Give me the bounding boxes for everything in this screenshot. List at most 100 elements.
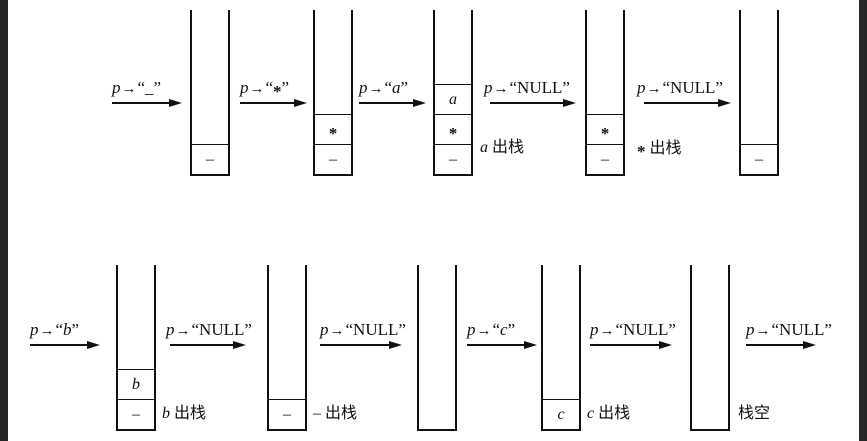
arrowhead	[413, 99, 426, 107]
arrowhead	[803, 341, 816, 349]
cell-value: *	[328, 124, 338, 143]
transition-label: p→“NULL”	[590, 320, 676, 340]
right-arrow-icon	[240, 99, 307, 107]
points-to-symbol: →	[755, 323, 771, 339]
stack-cell: –	[315, 144, 351, 174]
cell-value: *	[448, 124, 458, 143]
points-to-symbol: →	[121, 81, 137, 97]
right-arrow-icon	[170, 341, 246, 349]
arrowhead	[718, 99, 731, 107]
left-edge-bar	[0, 0, 8, 441]
arrowhead	[524, 341, 537, 349]
right-arrow-icon	[746, 341, 816, 349]
transition-value: NULL	[353, 320, 399, 339]
note-symbol: b	[162, 405, 170, 422]
transition-value: NULL	[199, 320, 245, 339]
transition-label: p→“NULL”	[320, 320, 406, 340]
stack-8	[417, 265, 457, 431]
pointer-variable: p	[30, 320, 39, 339]
transition-value: *	[273, 82, 282, 101]
transition-1: p→“_”	[112, 78, 182, 108]
cell-value: –	[601, 150, 609, 168]
pointer-variable: p	[112, 78, 121, 97]
arrowhead	[659, 341, 672, 349]
cell-value: –	[755, 150, 763, 168]
points-to-symbol: →	[175, 323, 191, 339]
transition-8: p→“NULL”	[320, 320, 406, 350]
pointer-variable: p	[746, 320, 755, 339]
cell-value: a	[449, 90, 457, 108]
transition-value: b	[63, 320, 72, 339]
open-quote: “	[662, 78, 671, 97]
open-quote: “	[615, 320, 624, 339]
cell-value: –	[283, 405, 291, 423]
right-arrow-icon	[359, 99, 426, 107]
arrowhead	[563, 99, 576, 107]
stack-cell: a	[435, 84, 471, 114]
transition-label: p→“c”	[467, 320, 537, 340]
close-quote: ”	[281, 78, 290, 97]
transition-label: p→“_”	[112, 78, 182, 98]
stack-6: b –	[116, 265, 156, 431]
points-to-symbol: →	[476, 323, 492, 339]
open-quote: “	[509, 78, 518, 97]
points-to-symbol: →	[599, 323, 615, 339]
open-quote: “	[137, 78, 146, 97]
open-quote: “	[55, 320, 64, 339]
cell-value: b	[132, 375, 140, 393]
close-quote: ”	[153, 78, 162, 97]
close-quote: ”	[71, 320, 80, 339]
transition-label: p→“NULL”	[166, 320, 252, 340]
right-arrow-icon	[590, 341, 672, 349]
right-arrow-icon	[490, 99, 576, 107]
points-to-symbol: →	[249, 81, 265, 97]
stack-10	[690, 265, 730, 431]
note-text: 出栈	[174, 405, 207, 422]
arrowhead	[389, 341, 402, 349]
transition-value: NULL	[779, 320, 825, 339]
close-quote: ”	[244, 320, 252, 339]
stack-4: * –	[585, 10, 625, 176]
pointer-variable: p	[166, 320, 175, 339]
stack-5: –	[739, 10, 779, 176]
transition-value: _	[145, 78, 154, 97]
stack-cell: –	[741, 144, 777, 174]
note-symbol: a	[480, 139, 488, 156]
note-text: 出栈	[325, 405, 358, 422]
stack-cell: –	[587, 144, 623, 174]
stack-cell: *	[587, 114, 623, 144]
arrowhead	[294, 99, 307, 107]
pointer-variable: p	[467, 320, 476, 339]
transition-7: p→“NULL”	[166, 320, 252, 350]
cell-value: –	[206, 150, 214, 168]
close-quote: ”	[398, 320, 406, 339]
note-symbol: *	[637, 142, 646, 161]
pointer-variable: p	[637, 78, 646, 97]
cell-value: *	[600, 124, 610, 143]
open-quote: “	[492, 320, 501, 339]
transition-label: p→“a”	[359, 78, 426, 98]
pointer-variable: p	[484, 78, 493, 97]
stack-7: –	[267, 265, 307, 431]
close-quote: ”	[400, 78, 409, 97]
stack-cell: –	[192, 144, 228, 174]
open-quote: “	[191, 320, 200, 339]
transition-label: p→“NULL”	[637, 78, 731, 98]
pointer-variable: p	[240, 78, 249, 97]
transition-value: c	[500, 320, 508, 339]
transition-label: p→“*”	[240, 78, 307, 101]
arrowhead	[87, 341, 100, 349]
transition-5: p→“NULL”	[637, 78, 731, 108]
close-quote: ”	[507, 320, 516, 339]
right-arrow-icon	[644, 99, 731, 107]
transition-value: NULL	[670, 78, 716, 97]
transition-value: NULL	[623, 320, 669, 339]
empty-stack-note: 栈空	[738, 404, 770, 424]
pointer-variable: p	[590, 320, 599, 339]
transition-2: p→“*”	[240, 78, 307, 108]
close-quote: ”	[562, 78, 570, 97]
transition-3: p→“a”	[359, 78, 426, 108]
close-quote: ”	[715, 78, 723, 97]
right-edge-bar	[859, 0, 867, 441]
